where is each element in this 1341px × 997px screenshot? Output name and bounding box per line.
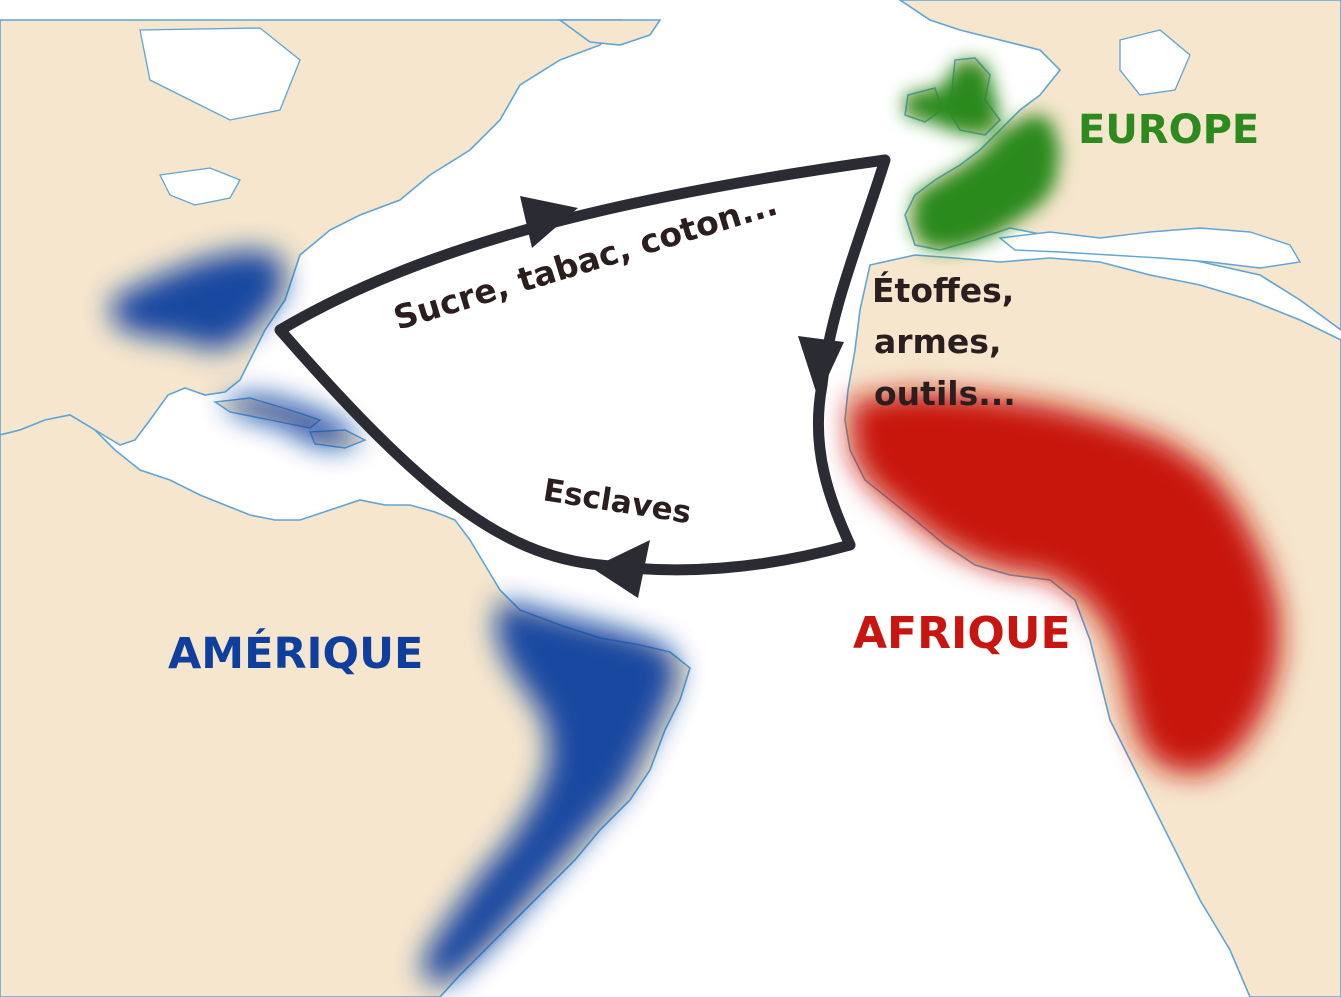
- amerique-zones: [110, 250, 680, 985]
- label-cloth-weapons-tools-line1: Étoffes,: [872, 270, 1014, 310]
- amerique-zone-north: [110, 250, 285, 350]
- baltic-sea: [1119, 29, 1191, 96]
- route-arrows: [520, 196, 844, 598]
- hudson-bay: [139, 27, 301, 121]
- afrique-zone: [850, 392, 1280, 775]
- label-afrique: AFRIQUE: [853, 608, 1071, 659]
- label-amerique: AMÉRIQUE: [168, 628, 423, 679]
- trade-route-loop: [274, 154, 891, 576]
- label-cloth-weapons-tools-line2: armes,: [874, 322, 1002, 361]
- mediterranean-sea: [998, 227, 1302, 269]
- label-cloth-weapons-tools-line3: outils...: [874, 374, 1016, 413]
- europe-zone: [905, 60, 1060, 250]
- arrow-to-europe: [520, 196, 578, 248]
- europe-zone-west: [912, 115, 1060, 250]
- amerique-zone-brazil: [420, 600, 680, 985]
- afrique-zone-west: [850, 392, 1280, 775]
- greenland-land: [557, 19, 662, 46]
- arrow-to-africa: [798, 336, 844, 398]
- arrow-to-america: [592, 540, 650, 598]
- amerique-zone-caribbean: [220, 395, 360, 448]
- label-europe: EUROPE: [1078, 107, 1259, 153]
- great-lakes: [159, 167, 241, 206]
- europe-zone-isles: [905, 60, 1000, 135]
